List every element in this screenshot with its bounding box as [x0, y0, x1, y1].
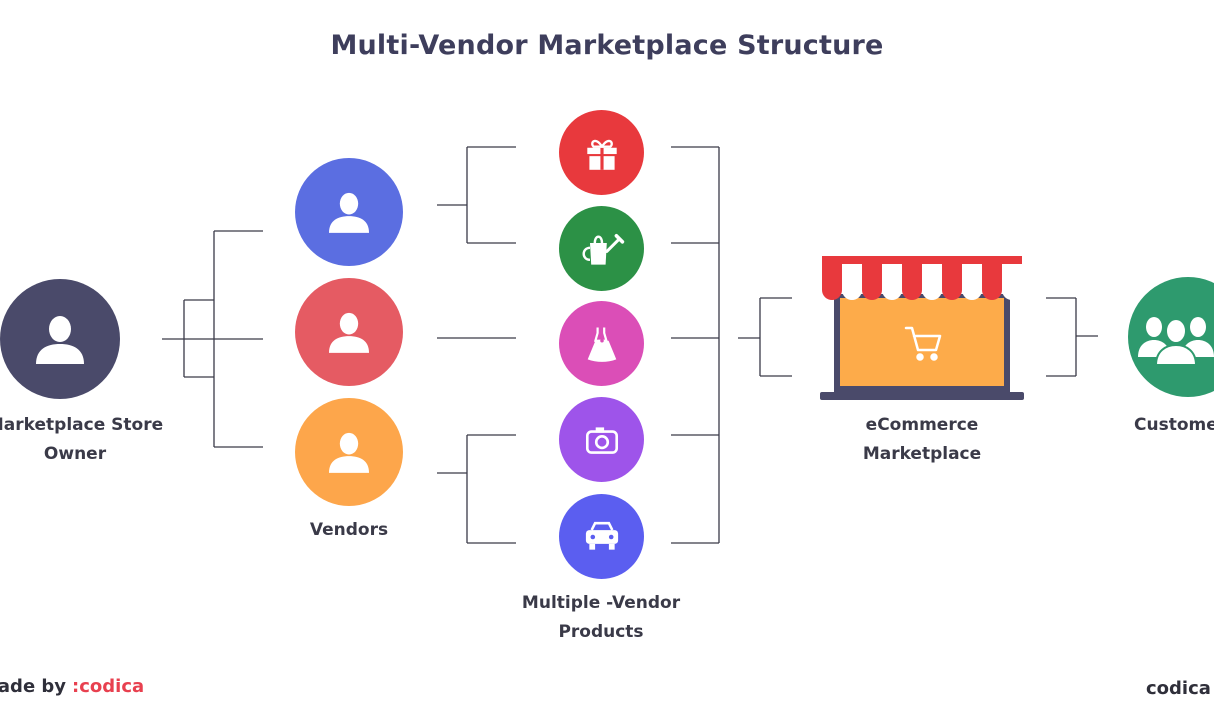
marketplace-node [820, 256, 1024, 404]
person-icon [329, 192, 369, 233]
product-node-watering-can [559, 206, 644, 291]
made-by-credit: Made by:codica [0, 676, 145, 697]
vendor-node-1 [295, 158, 403, 266]
car-icon [585, 521, 618, 550]
codica-logo: :codica [72, 676, 145, 697]
cart-icon [904, 326, 942, 361]
product-node-dress [559, 301, 644, 386]
dress-icon [587, 327, 616, 362]
product-node-car [559, 494, 644, 579]
vendor-node-2 [295, 278, 403, 386]
customers-node [1128, 277, 1214, 397]
person-icon [329, 312, 369, 353]
vendor-node-3 [295, 398, 403, 506]
person-icon [329, 432, 369, 473]
product-node-camera [559, 397, 644, 482]
product-node-gift [559, 110, 644, 195]
person-icon [36, 316, 84, 364]
codica-brand-right: codica [1146, 678, 1211, 699]
group-icon [1138, 317, 1214, 366]
marketplace-label: eCommerce Marketplace [862, 415, 982, 464]
customers-label: Customers [1134, 415, 1214, 435]
watering-can-icon [582, 233, 624, 265]
camera-icon [585, 426, 618, 454]
products-label: Multiple -Vendor Products [521, 593, 681, 642]
owner-node [0, 279, 120, 399]
page-title: Multi-Vendor Marketplace Structure [330, 30, 884, 61]
vendors-label: Vendors [309, 520, 389, 540]
gift-icon [586, 139, 617, 170]
owner-label: Marketplace Store Owner [0, 415, 164, 464]
storefront-laptop-icon [820, 256, 1024, 400]
